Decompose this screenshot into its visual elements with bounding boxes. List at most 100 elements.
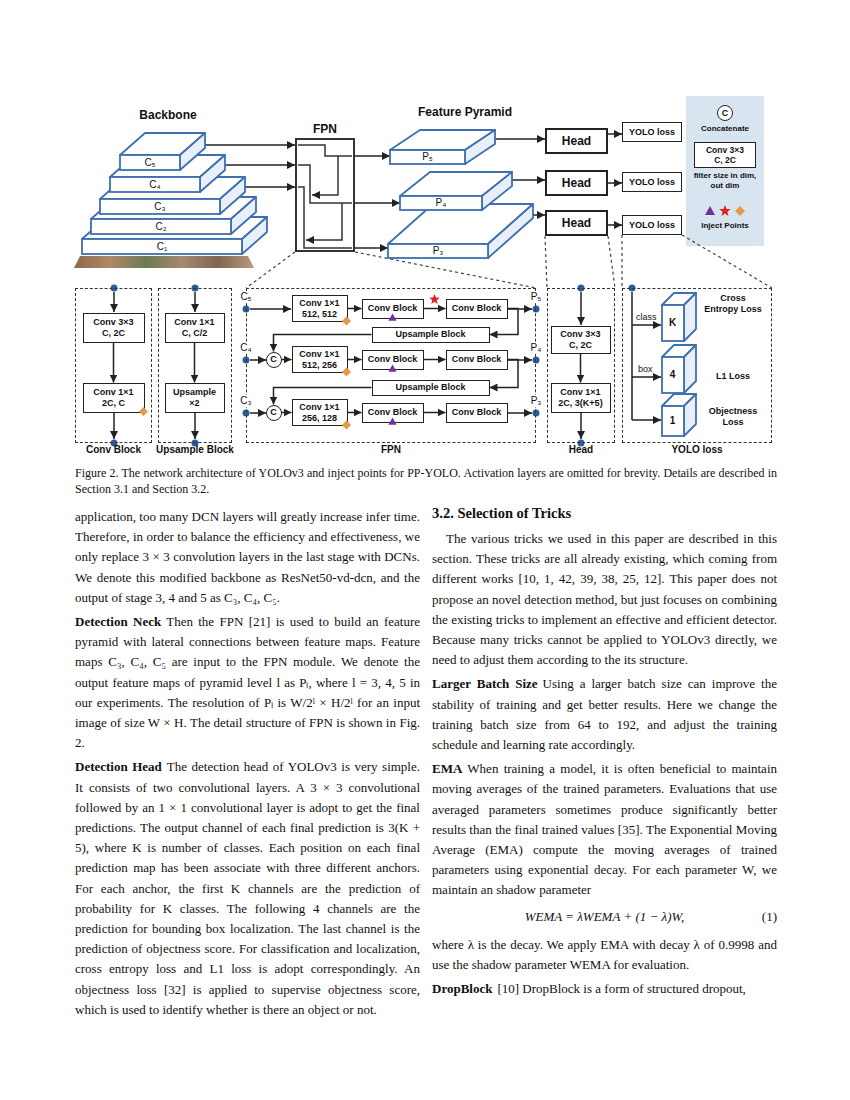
zoom-line xyxy=(682,235,772,288)
connector xyxy=(282,359,292,361)
diagram-label: Backbone xyxy=(118,108,218,122)
connector xyxy=(348,412,362,414)
wire xyxy=(250,412,266,414)
connector xyxy=(424,308,446,310)
box-text: C, 2C xyxy=(714,155,736,165)
slab-side-face xyxy=(242,217,267,254)
connector xyxy=(608,182,622,184)
box-text: Conv 1×1 xyxy=(299,349,339,360)
box-text: Upsample Block xyxy=(395,382,465,393)
box-text: Conv 1×1 xyxy=(93,387,133,398)
heading-holder: Upsample Block xyxy=(119,444,271,456)
box-text: Conv 3×3 xyxy=(706,145,744,155)
body-text: where λ is the decay. We apply EMA with … xyxy=(432,937,777,972)
box-text: Upsample xyxy=(173,387,216,398)
run-in-heading: Detection Neck xyxy=(75,614,161,629)
slab-shape xyxy=(400,172,512,210)
slab-label-area: C₄ xyxy=(110,177,200,192)
connector xyxy=(495,138,545,140)
diagram-label: P₅ xyxy=(526,291,546,303)
inject-triangle xyxy=(705,206,715,215)
upsample-block: Upsample Block xyxy=(372,327,490,343)
diagram-label: P₄ xyxy=(526,342,546,354)
connector xyxy=(348,359,362,361)
section-heading-line: 3.2. Selection of Tricks xyxy=(432,503,777,523)
conv-layer: Conv 1×12C, C xyxy=(83,383,145,413)
label-holder: C₅ xyxy=(236,291,256,303)
slab-front-face xyxy=(662,305,684,341)
loss-box: YOLO loss xyxy=(622,215,682,235)
connector xyxy=(194,343,196,383)
legend-holder: filter size in dim, out dim xyxy=(692,171,758,190)
panel-heading: FPN xyxy=(207,444,575,456)
detail-panel: FPNConv 1×1512, 512Conv BlockConv BlockU… xyxy=(246,288,536,443)
box-text: Head xyxy=(562,176,591,191)
slab-label-area: 1 xyxy=(662,406,684,436)
slab-top-face xyxy=(91,197,256,219)
slab-label-area: C₁ xyxy=(82,239,242,254)
heading-holder: YOLO loss xyxy=(583,444,811,456)
conv-block: Conv Block xyxy=(446,350,508,370)
slab-side-face xyxy=(684,293,696,341)
wire xyxy=(580,413,582,439)
legend-holder: Concatenate xyxy=(688,124,762,134)
label-holder: box xyxy=(638,364,660,375)
diagram-label: Feature Pyramid xyxy=(405,105,525,119)
upsample-block: Upsample Block xyxy=(372,380,490,396)
slab-side-face xyxy=(684,394,696,436)
equation-number: (1) xyxy=(762,909,777,924)
wire xyxy=(632,376,661,378)
connector xyxy=(225,164,295,166)
slab-front-face xyxy=(662,357,684,393)
zoom-lines xyxy=(246,235,772,288)
label-holder: C₄ xyxy=(236,342,256,354)
paragraph: Detection NeckThen the FPN [21] is used … xyxy=(75,612,420,753)
run-in-heading: Larger Batch Size xyxy=(432,676,538,691)
slab-shape xyxy=(120,133,205,170)
box-text: YOLO loss xyxy=(629,177,675,188)
head-box: Head xyxy=(545,128,608,154)
box-text: YOLO loss xyxy=(629,220,675,231)
body-text: Then the FPN [21] is used to build an fe… xyxy=(75,614,420,750)
detail-panel: Conv BlockConv 3×3C, 2CConv 1×12C, C xyxy=(75,288,152,443)
wire xyxy=(632,324,661,326)
backbone-stage: C₅ xyxy=(120,133,205,170)
slab-label-area: C₅ xyxy=(120,155,180,170)
legend-text: Concatenate xyxy=(688,124,762,134)
connector xyxy=(424,359,446,361)
label-holder: Backbone xyxy=(118,108,218,122)
panel-heading: FPN xyxy=(257,122,393,136)
slab-front-face xyxy=(100,199,220,214)
box-text: 512, 512 xyxy=(302,309,337,320)
conv-block: Conv Block xyxy=(362,350,424,370)
circle-text: C xyxy=(270,408,277,417)
connector xyxy=(113,343,115,383)
legend-holder: Inject Points xyxy=(688,221,762,231)
body-text: [10] DropBlock is a form of structured d… xyxy=(497,981,745,996)
paragraph: DropBlock[10] DropBlock is a form of str… xyxy=(432,979,777,999)
wire xyxy=(508,412,532,414)
slab-label: K xyxy=(669,318,676,328)
slab-label: C₃ xyxy=(154,202,165,212)
head-box: Head xyxy=(545,210,608,236)
text-column: 3.2. Selection of TricksThe various tric… xyxy=(432,503,777,1003)
slab-label: P₅ xyxy=(422,152,433,162)
inject-diamond xyxy=(735,206,745,216)
box-text: 2C, C xyxy=(102,398,125,409)
connector xyxy=(355,155,390,157)
slab-side-face xyxy=(684,345,696,393)
zoom-line xyxy=(621,235,622,288)
paragraph: Larger Batch SizeUsing a larger batch si… xyxy=(432,674,777,755)
legend-text: Inject Points xyxy=(688,221,762,231)
slab-front-face xyxy=(662,406,684,436)
conv-layer: Conv 1×1256, 128 xyxy=(292,399,348,426)
slab-label-area: C₂ xyxy=(91,219,231,234)
port-dot xyxy=(533,357,540,364)
slab-top-face xyxy=(82,217,267,239)
label-holder: class xyxy=(636,312,662,323)
diagram-label: P₃ xyxy=(526,395,546,407)
wire xyxy=(194,413,196,439)
wire xyxy=(631,292,633,420)
diagram-label: C₄ xyxy=(236,342,256,354)
